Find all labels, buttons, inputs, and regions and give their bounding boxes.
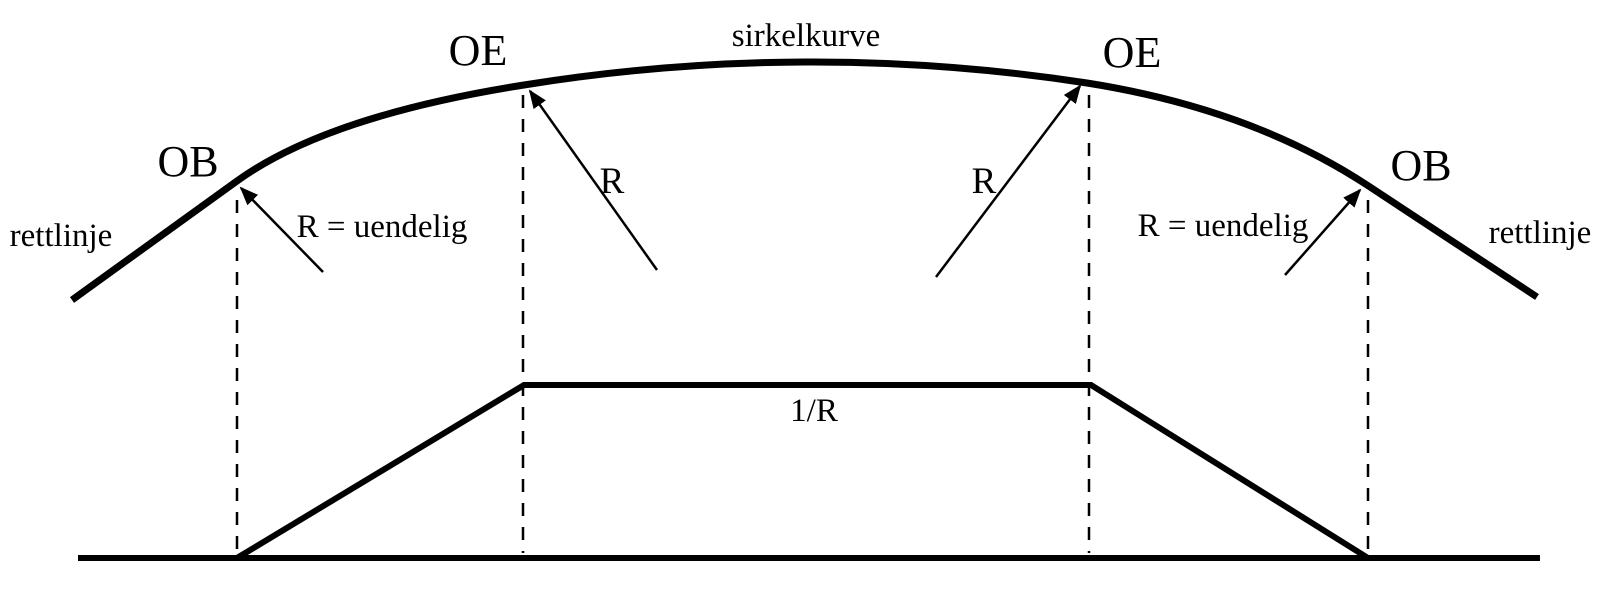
label-sirkelkurve: sirkelkurve bbox=[732, 18, 880, 54]
label-radius-left: R bbox=[600, 161, 625, 202]
label-r-uendelig-right: R = uendelig bbox=[1138, 208, 1309, 244]
radius-arrow-ob-left bbox=[239, 186, 324, 273]
road-alignment-curve bbox=[69, 58, 1539, 303]
label-radius-right: R bbox=[972, 161, 997, 202]
radius-arrow-oe-right bbox=[935, 84, 1082, 278]
label-ob-left: OB bbox=[157, 137, 218, 186]
label-ob-right: OB bbox=[1390, 141, 1451, 190]
radius-arrow-oe-left bbox=[528, 89, 659, 271]
label-curvature: 1/R bbox=[790, 393, 838, 429]
radius-arrow-ob-right bbox=[1284, 188, 1362, 276]
curvature-diagram-line bbox=[235, 382, 1370, 561]
label-oe-right: OE bbox=[1103, 28, 1162, 77]
label-r-uendelig-left: R = uendelig bbox=[297, 209, 468, 245]
label-oe-left: OE bbox=[449, 26, 508, 75]
label-rettlinje-right: rettlinje bbox=[1489, 215, 1592, 251]
label-rettlinje-left: rettlinje bbox=[10, 218, 113, 254]
